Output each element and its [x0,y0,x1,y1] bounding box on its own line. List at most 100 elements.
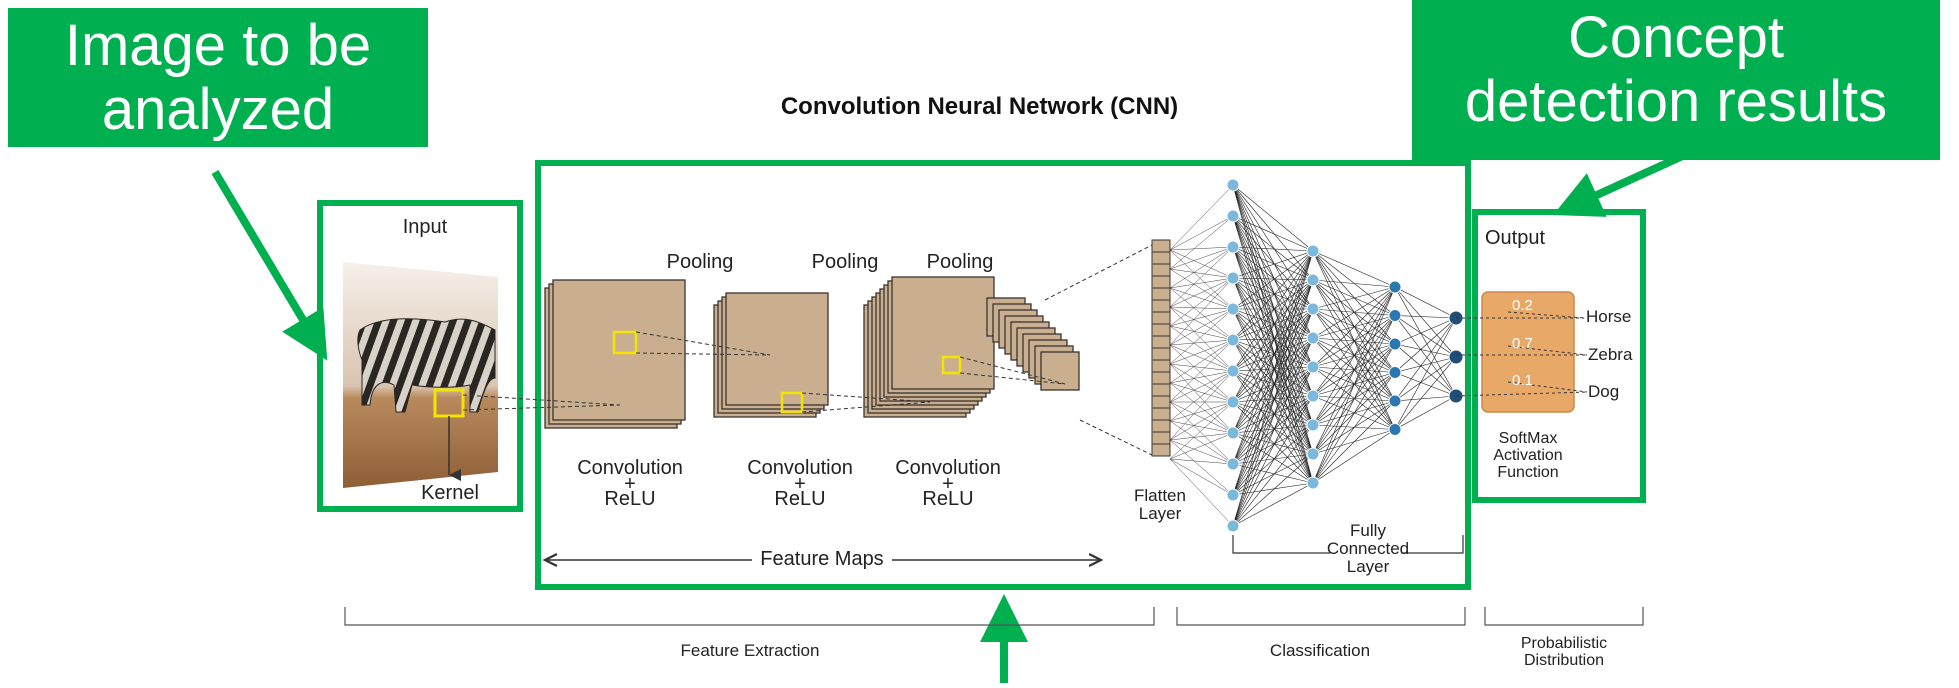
neuron [1388,280,1402,294]
network-edge [1169,339,1234,346]
network-edge [1232,453,1314,496]
network-edge [1169,246,1234,308]
network-edge [1232,250,1314,496]
network-edge [1169,308,1234,346]
conv-label-3-line1: Convolution [895,457,1001,479]
network-edge [1169,401,1234,441]
neuron [1226,209,1240,223]
network-edge [1169,277,1234,289]
conv-relu-label-1: Convolution + ReLU [560,458,700,510]
network-edge [1232,184,1314,397]
output-callout-line1: Concept [1567,5,1785,70]
neuron [1388,309,1402,322]
network-edge [1232,395,1314,527]
softmax-label: SoftMax Activation Function [1478,430,1578,481]
network-edge [1312,429,1396,484]
network-edge [1232,279,1314,341]
network-edge [1169,439,1234,465]
network-edge [1232,308,1314,434]
feature-map-stack-2 [713,292,829,418]
network-edge [1394,315,1457,319]
feature-map-stack-1 [544,279,686,429]
network-edge [1232,308,1314,496]
feature-extraction-bracket [344,607,1155,626]
neuron [1388,394,1402,408]
network-edge [1232,184,1314,252]
network-edge [1232,370,1314,426]
network-edge [1169,339,1234,365]
network-edge [1232,432,1314,484]
flatten-layer-label: Flatten Layer [1120,487,1200,523]
neuron [1226,302,1240,316]
neuron [1226,271,1240,285]
network-edge [1169,401,1234,460]
fully-connected-label: Fully Connected Layer [1318,522,1418,576]
flatten-cell [1151,275,1171,289]
network-edge [1232,308,1314,527]
network-edge [1169,370,1234,422]
network-edge [1232,453,1314,465]
network-edge [1394,356,1457,402]
network-edge [1232,339,1314,368]
network-edge [1169,344,1234,372]
network-edge [1232,246,1314,281]
input-callout-line2: analyzed [101,77,335,142]
softmax-label-line2: Activation [1493,447,1563,464]
neuron [1306,360,1320,374]
network-edge [1232,339,1314,484]
network-edge [1232,279,1314,527]
network-edge [1394,317,1457,373]
network-edge [1312,315,1396,484]
network-edge [1232,246,1314,426]
feature-map [1040,351,1080,391]
network-edge [1232,215,1314,426]
flatten-cell [1151,443,1171,457]
network-edge [1232,277,1314,281]
conv-label-2-line3: ReLU [774,488,826,510]
network-edge [1232,246,1314,455]
network-edge [1232,184,1314,281]
network-edge [1232,395,1314,465]
network-edge [1232,250,1314,403]
fully-connected-bracket [1232,535,1464,554]
feature-map-stack-4 [986,297,1080,391]
network-edge [1169,306,1234,310]
flatten-cell [1151,299,1171,313]
flatten-cell [1151,335,1171,349]
network-edge [1169,339,1234,384]
network-edge [1232,308,1314,426]
network-edge [1232,401,1314,455]
neuron [1226,240,1240,254]
network-edge [1232,215,1314,252]
network-edge [1232,277,1314,426]
network-edge [1232,250,1314,372]
network-edge [1312,286,1396,426]
network-edge [1232,246,1314,397]
network-edge [1169,184,1234,251]
neuron [1226,426,1240,440]
network-edge [1232,424,1314,465]
network-edge [1232,337,1314,465]
network-edge [1232,184,1314,484]
network-edge [1394,286,1457,358]
network-edge [1232,395,1314,496]
flatten-label-line1: Flatten [1134,486,1186,505]
class-label-zebra: Zebra [1588,345,1633,364]
network-edge [1232,246,1314,252]
neuron [1306,476,1320,490]
fc-label-line2: Connected [1326,539,1410,558]
zebra-input-image [343,262,498,488]
network-edge [1232,250,1314,310]
conv-label-3-line2: + [942,473,954,495]
network-edge [1232,277,1314,455]
network-edge [1232,401,1314,484]
network-edge [1169,370,1234,403]
network-edge [1169,458,1234,496]
flatten-cell [1151,407,1171,421]
network-edge [1394,343,1457,397]
network-edge [1232,401,1314,426]
network-edge [1232,366,1314,434]
receptive-field-lines [462,244,1153,456]
flatten-cell [1151,359,1171,373]
